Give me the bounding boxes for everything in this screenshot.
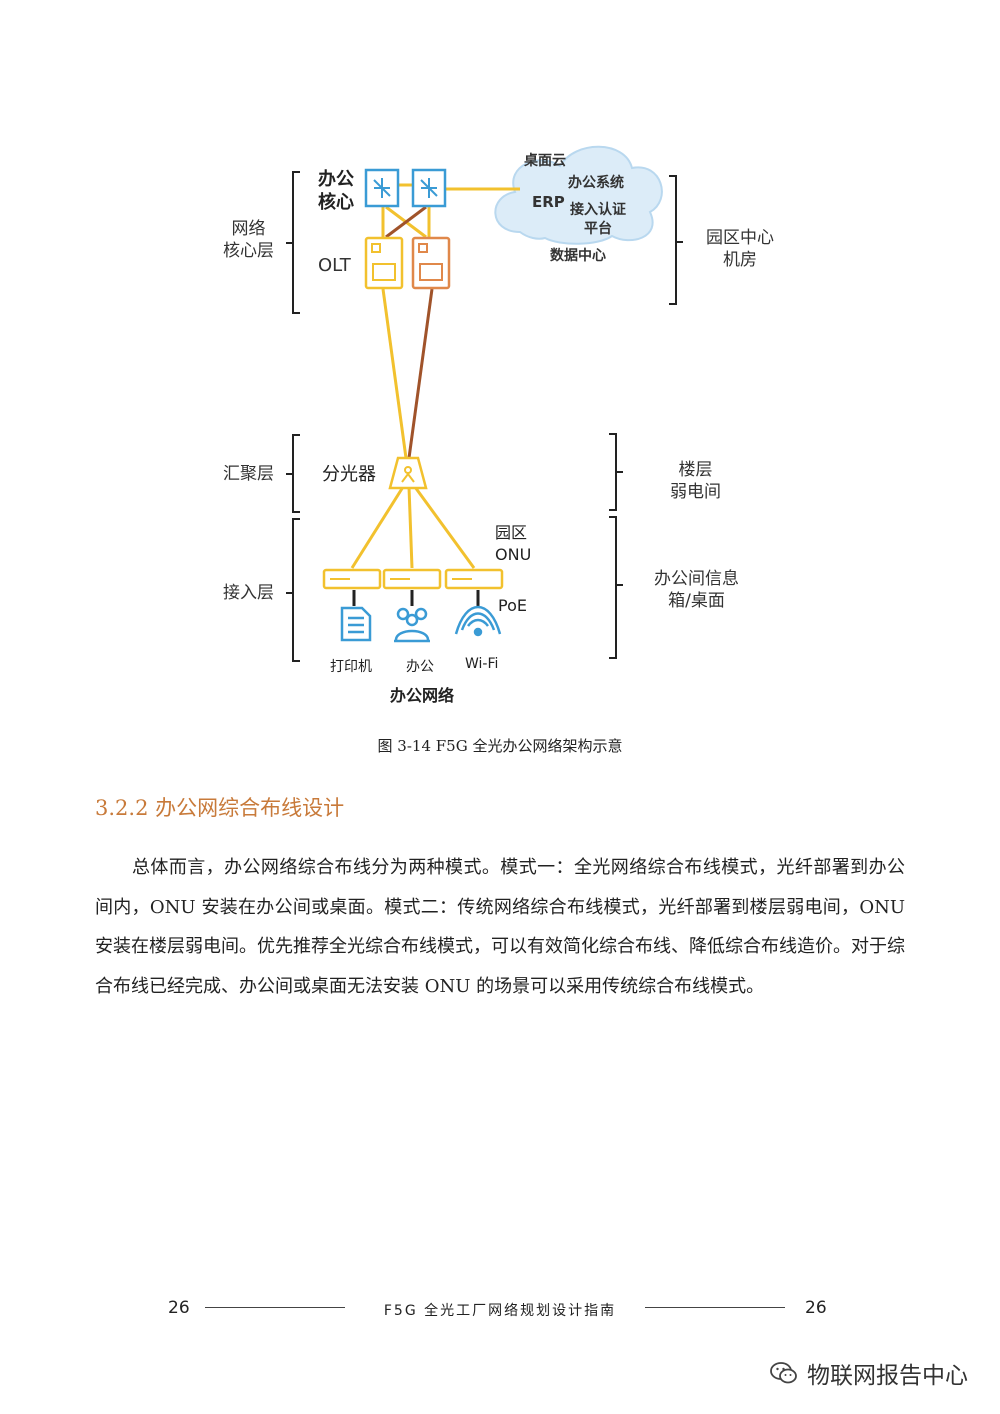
office-network-title: 办公网络 bbox=[390, 686, 455, 705]
diagram-graphics bbox=[286, 145, 683, 662]
desktop-cloud-label: 桌面云 bbox=[524, 153, 566, 169]
poe-label: PoE bbox=[498, 596, 527, 615]
floor-bracket bbox=[609, 433, 623, 511]
office-label: 办公 bbox=[406, 659, 434, 675]
section-heading: 3.2.2 办公网综合布线设计 bbox=[95, 796, 345, 820]
right-brackets bbox=[609, 175, 683, 659]
campus-onu-label: 园区 ONU bbox=[495, 523, 532, 564]
splitter-label: 分光器 bbox=[322, 464, 376, 485]
office-box-label: 办公间信息 箱/桌面 bbox=[654, 569, 739, 611]
olt-right bbox=[411, 236, 451, 290]
footer-title: F5G 全光工厂网络规划设计指南 bbox=[383, 1303, 617, 1319]
printer-icon bbox=[340, 606, 372, 642]
watermark: 物联网报告中心 bbox=[769, 1356, 968, 1390]
campus-center-label: 园区中心 机房 bbox=[706, 228, 774, 270]
network-architecture-diagram: 网络 核心层 汇聚层 接入层 园区中心 机房 楼层 弱电间 办公间信息 箱/桌面… bbox=[223, 145, 774, 705]
core-switch-right bbox=[411, 168, 447, 208]
footer-rule-left bbox=[205, 1307, 345, 1308]
campus-bracket bbox=[669, 175, 683, 305]
access-bracket bbox=[286, 518, 300, 662]
left-brackets bbox=[286, 171, 300, 662]
splitter-device bbox=[388, 456, 428, 490]
olt-label: OLT bbox=[318, 255, 351, 276]
footer-rule-right bbox=[645, 1307, 785, 1308]
wechat-icon bbox=[770, 1362, 797, 1384]
access-layer-label: 接入层 bbox=[223, 583, 274, 603]
office-core-label: 办公 核心 bbox=[318, 169, 354, 213]
cloud-shape bbox=[494, 145, 663, 245]
watermark-text: 物联网报告中心 bbox=[807, 1363, 968, 1389]
core-layer-bracket bbox=[286, 171, 300, 314]
onu-devices bbox=[322, 568, 504, 590]
page-number-left: 26 bbox=[168, 1298, 190, 1318]
office-box-bracket bbox=[609, 516, 623, 659]
erp-label: ERP bbox=[532, 193, 565, 211]
olt-left bbox=[364, 236, 404, 290]
auth-platform-label: 接入认证 平台 bbox=[570, 202, 626, 237]
office-system-label: 办公系统 bbox=[568, 175, 624, 191]
floor-room-label: 楼层 弱电间 bbox=[670, 460, 721, 502]
aggregation-bracket bbox=[286, 434, 300, 513]
body-paragraph: 总体而言，办公网络综合布线分为两种模式。模式一：全光网络综合布线模式，光纤部署到… bbox=[95, 857, 905, 997]
core-layer-label: 网络 核心层 bbox=[223, 219, 274, 261]
page-number-right: 26 bbox=[805, 1298, 827, 1318]
wifi-label: Wi-Fi bbox=[465, 656, 499, 672]
aggregation-layer-label: 汇聚层 bbox=[223, 464, 274, 484]
office-people-icon bbox=[394, 607, 430, 643]
wifi-icon bbox=[454, 605, 502, 637]
printer-label: 打印机 bbox=[330, 659, 372, 675]
core-switch-left bbox=[364, 168, 400, 208]
figure-caption: 图 3-14 F5G 全光办公网络架构示意 bbox=[377, 737, 623, 755]
data-center-label: 数据中心 bbox=[550, 248, 606, 264]
